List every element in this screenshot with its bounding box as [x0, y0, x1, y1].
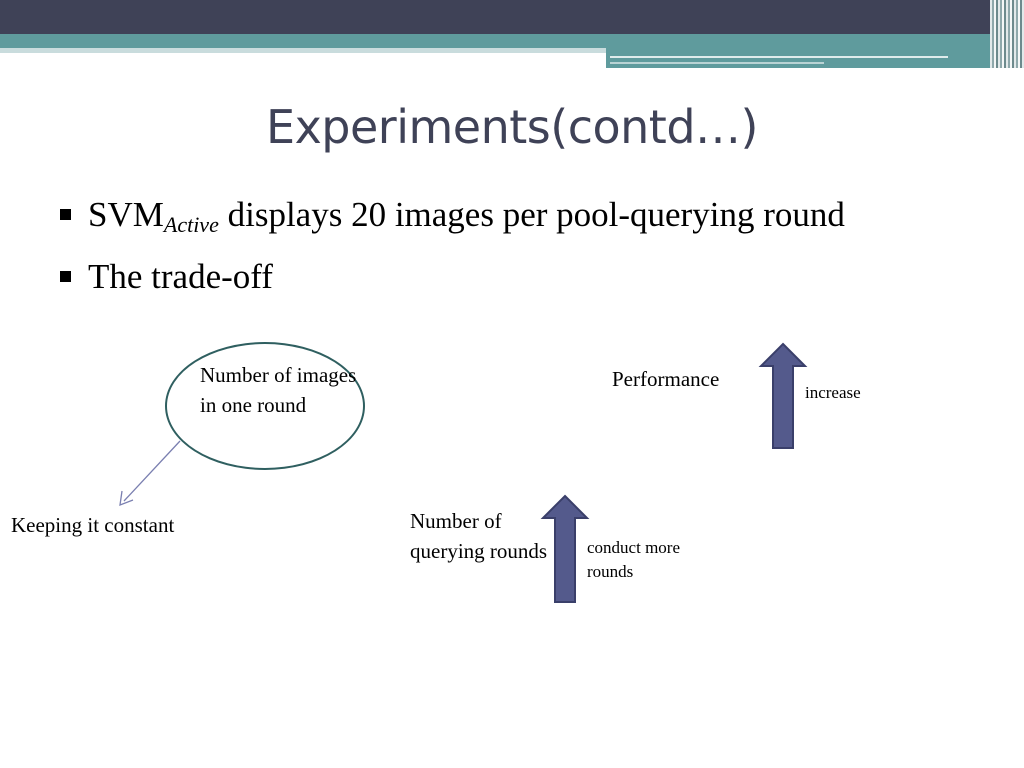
square-bullet-icon: [60, 271, 71, 282]
svm-text: SVMActive: [88, 195, 219, 237]
header-line: [610, 62, 824, 64]
constant-note: Keeping it constant: [11, 513, 175, 537]
svm-subscript: Active: [163, 212, 219, 237]
square-bullet-icon: [60, 209, 71, 220]
svm-main: SVM: [88, 195, 164, 234]
pointer-line-stroke: [123, 440, 181, 502]
rounds-note: conduct more rounds: [587, 538, 680, 581]
bullet-item: SVMActive displays 20 images per pool-qu…: [60, 193, 960, 247]
header-stripes: [990, 0, 1024, 68]
oval-label: Number of images in one round: [200, 363, 357, 417]
slide-title: Experiments(contd…): [266, 100, 758, 154]
bullet-item: The trade-off: [60, 255, 960, 299]
bullet-list: SVMActive displays 20 images per pool-qu…: [60, 193, 960, 307]
header-dark-band: [0, 0, 1024, 34]
header-light-band: [0, 48, 1024, 53]
rounds-label: Number of querying rounds: [410, 509, 548, 563]
pointer-arrowhead: [119, 490, 134, 507]
performance-label: Performance: [612, 367, 720, 391]
rounds-up-arrow-icon: [540, 494, 590, 603]
header-line: [610, 56, 948, 58]
images-per-round-oval: [165, 342, 365, 470]
bullet-text: displays 20 images per pool-querying rou…: [218, 195, 845, 234]
header-teal-band: [0, 34, 1024, 48]
performance-note: increase: [805, 383, 861, 402]
performance-up-arrow-icon: [758, 342, 808, 449]
bullet-text: The trade-off: [88, 257, 273, 296]
